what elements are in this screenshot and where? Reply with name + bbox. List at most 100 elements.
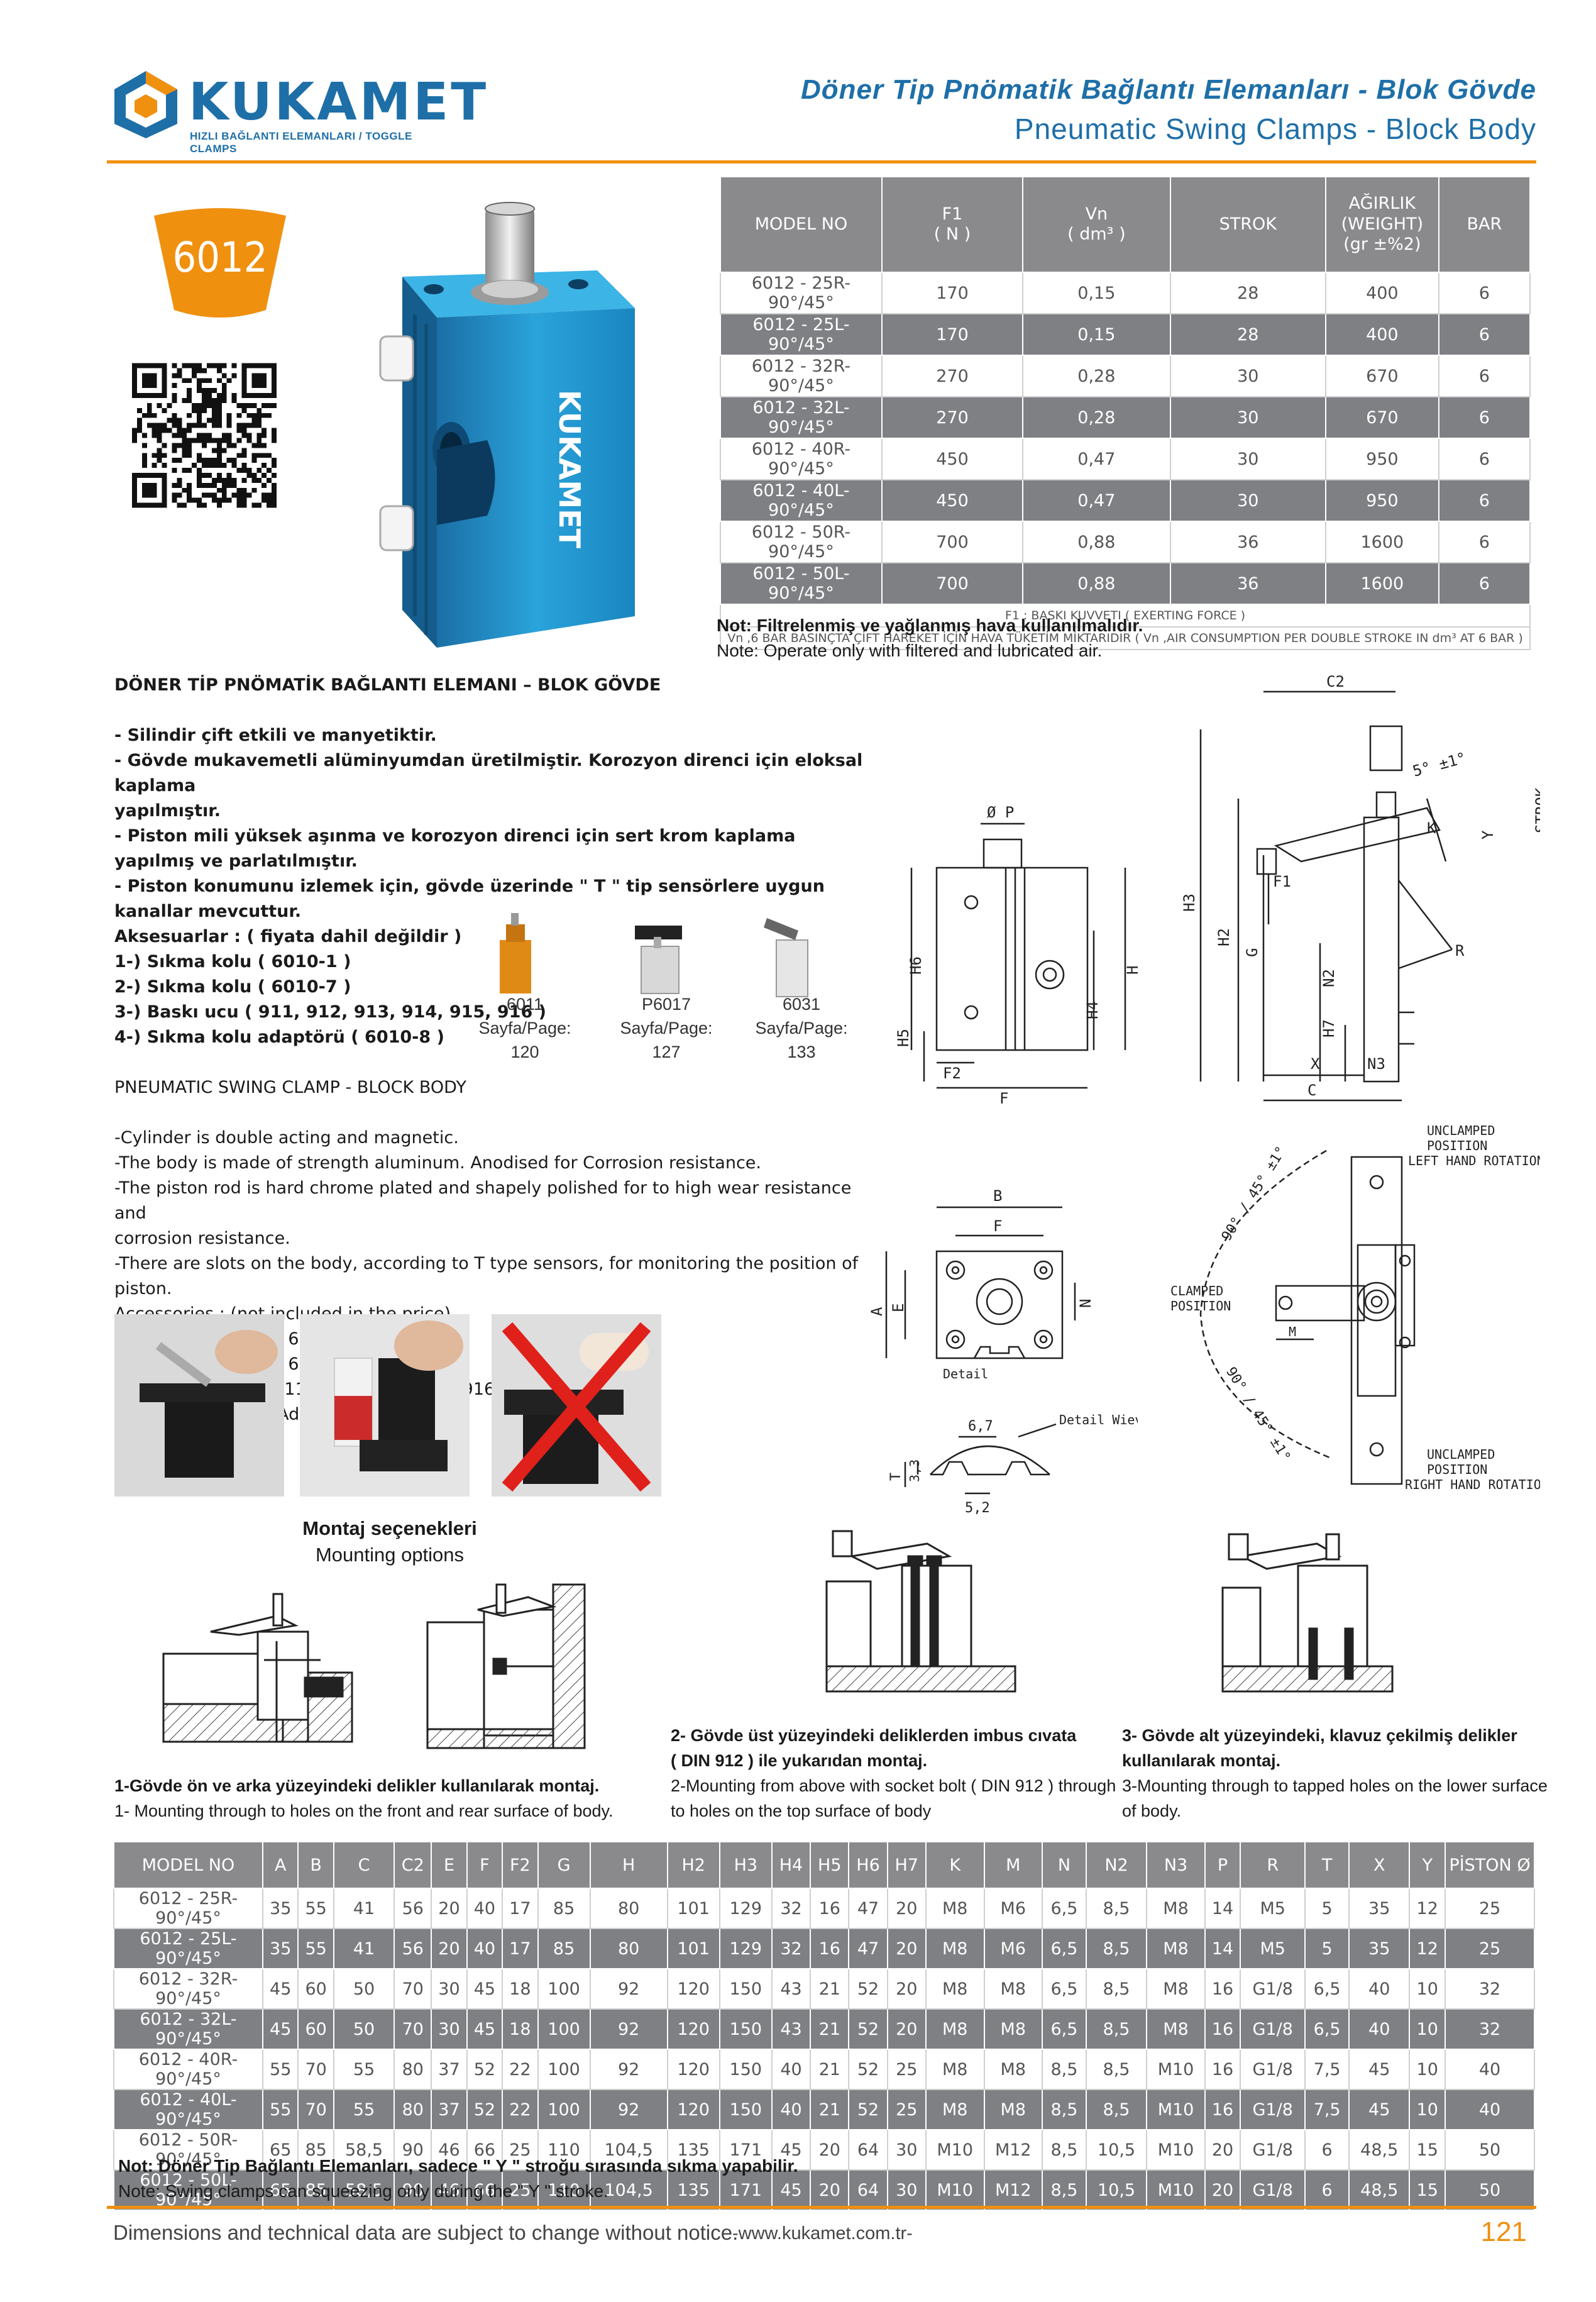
- spec-cell: 0,15: [1022, 313, 1171, 356]
- dims-cell: 6012 - 25R-90°/45°: [113, 1888, 263, 1929]
- dims-cell: 48,5: [1348, 2129, 1411, 2171]
- label-h3: H3: [1180, 894, 1198, 912]
- dims-cell: 40: [466, 1888, 504, 1929]
- spec-header-cell: AĞIRLIK (WEIGHT) (gr ±%2): [1324, 176, 1439, 273]
- dims-cell: 20: [1204, 2169, 1241, 2211]
- dims-cell: 8,5: [1042, 2049, 1087, 2090]
- spec-cell: 1600: [1324, 521, 1439, 563]
- note-top-en: Note: Operate only with filtered and lub…: [717, 641, 1103, 660]
- dims-cell: 47: [848, 1928, 888, 1969]
- dims-cell: 8,5: [1085, 1928, 1148, 1969]
- dims-cell: 41: [333, 1928, 395, 1969]
- mounting-option-1: 1-Gövde ön ve arka yüzeyindeki delikler …: [114, 1776, 614, 1820]
- dims-cell: 21: [810, 2008, 850, 2050]
- label-x: X: [1311, 1055, 1320, 1073]
- dims-cell: M10: [1146, 2169, 1206, 2211]
- dims-cell: 21: [810, 1968, 850, 2010]
- dims-cell: 40: [1348, 1968, 1411, 2010]
- dims-cell: 52: [848, 2008, 888, 2050]
- dims-cell: 120: [666, 2089, 720, 2130]
- dims-cell: 48,5: [1348, 2169, 1411, 2211]
- desc-tr-line: 1-) Sıkma kolu ( 6010-1 ): [114, 952, 351, 971]
- dims-cell: 171: [718, 2169, 773, 2211]
- label-y: Y: [1479, 830, 1497, 839]
- label-h: H: [1124, 966, 1142, 975]
- dims-cell: 14: [1204, 1888, 1241, 1929]
- dims-cell: 18: [502, 1968, 539, 2010]
- label-f2: F2: [943, 1065, 961, 1082]
- dims-cell: 70: [297, 2089, 334, 2130]
- dims-cell: 45: [466, 1968, 504, 2010]
- label-f: F: [999, 1090, 1008, 1107]
- note-top-tr: Not: Filtrelenmiş ve yağlanmış hava kull…: [717, 616, 1143, 635]
- dims-cell: 10: [1409, 2049, 1446, 2090]
- page-title-tr: Döner Tip Pnömatik Bağlantı Elemanları -…: [801, 74, 1536, 105]
- dims-cell: 35: [1348, 1928, 1411, 1969]
- dims-cell: 41: [333, 1888, 395, 1929]
- spec-cell: 6012 - 50L-90°/45°: [720, 562, 883, 605]
- usage-photo-3-wrong: [492, 1314, 661, 1497]
- dims-cell: 6012 - 50L-90°/45°: [113, 2169, 263, 2211]
- model-badge: 6012: [141, 204, 299, 321]
- desc-tr-title: DÖNER TİP PNÖMATİK BAĞLANTI ELEMANI – BL…: [114, 675, 661, 695]
- dims-cell: 40: [466, 1928, 504, 1969]
- dims-cell: 6: [1304, 2169, 1350, 2211]
- dims-cell: 85: [537, 1888, 591, 1929]
- dims-cell: M8: [1146, 2008, 1206, 2050]
- dims-cell: 50: [333, 2008, 395, 2050]
- dims-cell: 66: [466, 2129, 504, 2171]
- dims-cell: 10,5: [1085, 2129, 1148, 2171]
- spec-header-cell: STROK: [1169, 176, 1326, 273]
- dims-cell: 25: [1445, 1888, 1535, 1929]
- label-g: G: [1243, 948, 1261, 957]
- dims-cell: 50: [333, 1968, 395, 2010]
- spec-cell: 6012 - 32R-90°/45°: [720, 355, 883, 397]
- desc-tr-line: 3-) Baskı ucu ( 911, 912, 913, 914, 915,…: [114, 1002, 546, 1022]
- spec-footnote: Vn ,6 BAR BASINÇTA ÇİFT HAREKET İÇİN HAV…: [720, 626, 1531, 650]
- dims-cell: M12: [983, 2169, 1043, 2211]
- dims-cell: 92: [589, 1968, 668, 2010]
- dims-cell: M8: [983, 2089, 1043, 2130]
- dims-cell: 50: [1445, 2129, 1535, 2171]
- product-photo: KUKAMET: [377, 201, 654, 654]
- spec-cell: 36: [1169, 521, 1326, 563]
- dims-cell: 45: [771, 2129, 812, 2171]
- dims-cell: 104,5: [589, 2129, 668, 2171]
- spec-cell: 30: [1169, 438, 1326, 480]
- desc-tr-line: - Silindir çift etkili ve manyetiktir.: [114, 726, 437, 745]
- dims-cell: 80: [589, 1928, 668, 1969]
- spec-cell: 0,47: [1022, 479, 1171, 522]
- footer-website[interactable]: -www.kukamet.com.tr-: [732, 2223, 913, 2244]
- dims-cell: 14: [1204, 1928, 1241, 1969]
- dims-cell: 80: [589, 1888, 668, 1929]
- spec-cell: 1600: [1324, 562, 1439, 605]
- dims-cell: 6012 - 25L-90°/45°: [113, 1928, 263, 1969]
- desc-en-line: -The body is made of strength aluminum. …: [114, 1153, 762, 1173]
- spec-cell: 6012 - 50R-90°/45°: [720, 521, 883, 563]
- dims-cell: 8,5: [1085, 2008, 1148, 2050]
- dims-cell: 120: [666, 2049, 720, 2090]
- dims-cell: 40: [771, 2089, 812, 2130]
- dims-cell: 120: [666, 2008, 720, 2050]
- dims-cell: 21: [810, 2049, 850, 2090]
- mounting-drawings-1: [151, 1572, 698, 1761]
- dims-cell: 16: [1204, 2049, 1241, 2090]
- label-k: K: [1427, 819, 1436, 837]
- dims-cell: M5: [1240, 1928, 1306, 1969]
- spec-cell: 170: [881, 272, 1024, 314]
- dims-cell: 35: [1348, 1888, 1411, 1929]
- spec-cell: 30: [1169, 479, 1326, 522]
- dims-cell: 5: [1304, 1928, 1350, 1969]
- dims-header-cell: K: [925, 1841, 985, 1889]
- spec-cell: 950: [1324, 479, 1439, 522]
- label-b: B: [993, 1187, 1002, 1205]
- dims-cell: 25: [1445, 1928, 1535, 1969]
- mounting-title: Montaj seçenekleri Mounting options: [302, 1517, 477, 1566]
